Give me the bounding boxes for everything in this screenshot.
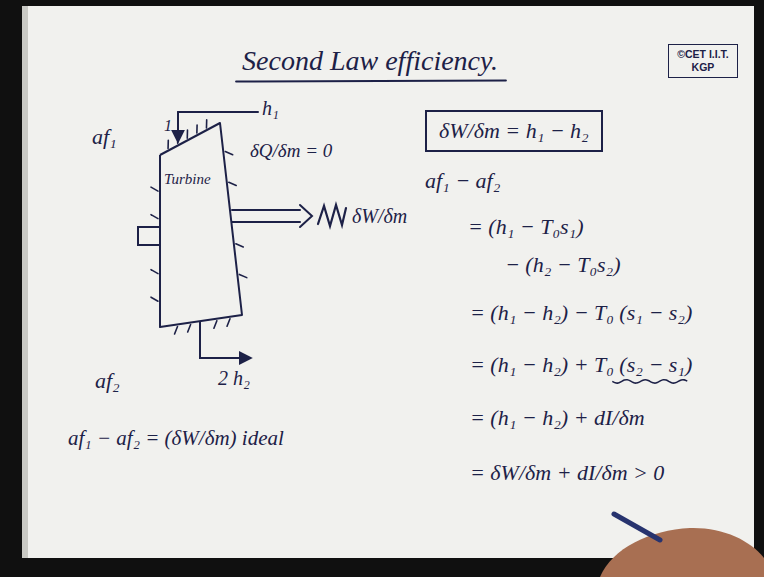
- insulation-hatch: [214, 321, 217, 329]
- shaft-end: [138, 227, 160, 245]
- logo-box: ©CET I.I.T. KGP: [668, 44, 738, 78]
- diagram-label: 1: [164, 116, 172, 135]
- insulation-hatch: [188, 325, 191, 333]
- derivation-line: = δW/δm + dI/δm > 0: [470, 460, 664, 486]
- pen: [614, 514, 660, 540]
- turbine-outline: [150, 115, 250, 330]
- node-text: ©CET I.I.T. KGP: [673, 48, 733, 74]
- inlet-line: [178, 111, 258, 113]
- node-text: δW/δm = h₁ − h₂: [439, 118, 589, 144]
- crossed-out-scribble: [318, 205, 346, 226]
- derivation-line: − (h₂ − T₀s₂): [505, 252, 621, 278]
- work-arrowhead: [300, 205, 312, 227]
- node-text: Turbine: [164, 171, 211, 188]
- diagram-label: 2 h₂: [218, 366, 250, 390]
- insulation-hatch: [227, 319, 230, 327]
- equation-box: δW/δm = h₁ − h₂: [425, 110, 603, 152]
- insulation-hatch: [175, 326, 178, 334]
- turbine-shape: Turbine: [150, 115, 250, 330]
- insulation-hatch: [151, 187, 158, 191]
- turbine-body: [160, 123, 242, 327]
- insulation-hatch: [225, 152, 232, 155]
- work-shaft-line: [232, 221, 300, 223]
- insulation-hatch: [186, 130, 188, 138]
- derivation-line: af₁ − af₂: [425, 168, 500, 194]
- slide-title: Second Law efficiency.: [242, 44, 498, 78]
- insulation-hatch: [206, 120, 208, 128]
- diagram-label: δW/δm: [352, 204, 407, 228]
- derivation-line: = (h₁ − T₀s₁): [468, 214, 584, 240]
- insulation-hatch: [236, 244, 243, 247]
- paper-edge: [22, 6, 28, 558]
- diagram-label: af₁ − af₂ = (δW/δm) ideal: [68, 426, 284, 451]
- insulation-hatch: [151, 215, 158, 219]
- diagram-label: δQ/δm = 0: [250, 140, 332, 163]
- insulation-hatch: [229, 182, 236, 185]
- inlet-arrow: [177, 112, 179, 141]
- presenter-hand: [600, 528, 764, 577]
- outlet-arrow: [200, 322, 250, 358]
- diagram-label: af₁: [92, 124, 117, 150]
- wavy-underline: [612, 380, 687, 383]
- insulation-hatch: [151, 270, 158, 274]
- derivation-line: = (h₁ − h₂) − T₀ (s₁ − s₂): [470, 300, 692, 326]
- insulation-hatch: [239, 274, 246, 277]
- derivation-line: = (h₁ − h₂) + T₀ (s₂ − s₁): [470, 352, 692, 378]
- diagram-label: af₂: [95, 368, 120, 394]
- work-shaft-line: [232, 209, 300, 211]
- insulation-hatch: [196, 125, 198, 133]
- insulation-hatch: [151, 297, 158, 301]
- title-underline: [236, 81, 506, 82]
- insulation-hatch: [167, 140, 169, 148]
- diagram-label: h₁: [262, 96, 279, 120]
- paper: [22, 6, 754, 558]
- derivation-line: = (h₁ − h₂) + dI/δm: [470, 405, 645, 431]
